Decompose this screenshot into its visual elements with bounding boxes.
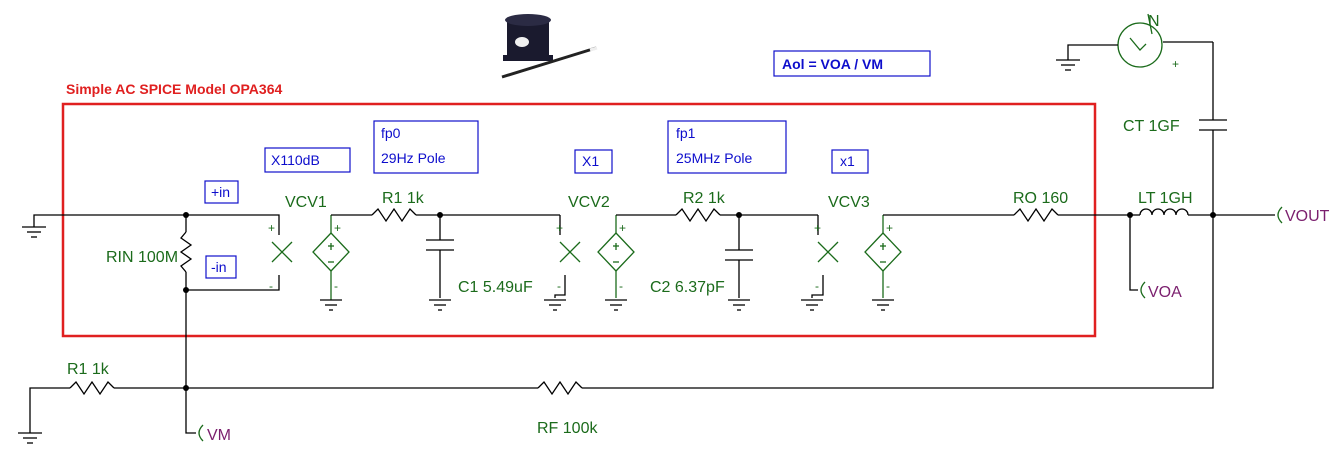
svg-text:+: + xyxy=(334,221,341,235)
capacitor-c2-icon xyxy=(725,215,753,298)
vcv3-source-icon: + - xyxy=(864,215,902,298)
svg-text:29Hz Pole: 29Hz Pole xyxy=(381,150,446,166)
svg-text:X110dB: X110dB xyxy=(271,152,320,168)
resistor-r1-top-icon xyxy=(371,207,417,223)
gain3-box: x1 xyxy=(831,149,869,174)
source-n-label: N xyxy=(1148,13,1160,30)
vm-probe: VM xyxy=(207,427,231,444)
ground-icon xyxy=(320,298,342,311)
svg-text:-: - xyxy=(886,279,890,293)
svg-text:X1: X1 xyxy=(582,153,599,169)
svg-text:+: + xyxy=(814,221,821,235)
vcv1-sense-icon: + - xyxy=(268,221,293,293)
svg-text:x1: x1 xyxy=(840,153,855,169)
svg-text:+: + xyxy=(619,221,626,235)
model-border xyxy=(61,102,1097,338)
svg-text:-: - xyxy=(619,279,623,293)
model-title: Simple AC SPICE Model OPA364 xyxy=(66,81,282,97)
tophat-logo-icon xyxy=(501,14,598,79)
vcv1-source-icon: + - xyxy=(312,215,350,298)
inductor-lt-icon xyxy=(1139,208,1189,216)
ro-label: RO 160 xyxy=(1013,190,1068,207)
svg-text:+: + xyxy=(1172,57,1179,71)
ground-icon xyxy=(544,299,566,311)
gain2-box: X1 xyxy=(574,149,613,174)
svg-text:+in: +in xyxy=(211,184,230,200)
ground-icon xyxy=(728,299,750,311)
svg-text:-: - xyxy=(334,279,338,293)
rf-label: RF 100k xyxy=(537,420,598,437)
svg-text:-: - xyxy=(557,279,561,293)
vcv2-source-icon: + - xyxy=(597,215,635,298)
svg-text:25MHz Pole: 25MHz Pole xyxy=(676,150,752,166)
resistor-r1-bottom-icon xyxy=(69,380,115,396)
vcv2-label: VCV2 xyxy=(568,194,610,211)
ground-icon xyxy=(1056,59,1080,71)
svg-text:+: + xyxy=(886,221,893,235)
svg-text:+: + xyxy=(556,221,563,235)
svg-text:-in: -in xyxy=(211,259,227,275)
svg-text:-: - xyxy=(269,279,273,293)
vcv2-sense-icon: + - xyxy=(556,221,581,293)
voa-probe: VOA xyxy=(1148,284,1182,301)
aol-formula: Aol = VOA / VM xyxy=(782,56,883,72)
capacitor-ct-icon xyxy=(1199,119,1227,131)
ground-icon xyxy=(605,299,627,311)
plus-in-box: +in xyxy=(204,180,239,204)
vcv3-label: VCV3 xyxy=(828,194,870,211)
ct-label: CT 1GF xyxy=(1123,118,1180,135)
c2-label: C2 6.37pF xyxy=(650,279,725,296)
fp1-box: fp1 25MHz Pole xyxy=(667,120,787,174)
r1-top-label: R1 1k xyxy=(382,190,425,207)
r1-bottom-label: R1 1k xyxy=(67,361,110,378)
svg-text:fp1: fp1 xyxy=(676,125,696,141)
gain1-box: X110dB xyxy=(264,147,351,173)
ground-icon xyxy=(429,299,451,311)
ground-icon xyxy=(872,299,894,311)
r2-label: R2 1k xyxy=(683,190,726,207)
vcv3-sense-icon: + - xyxy=(814,221,839,293)
resistor-rf-icon xyxy=(537,380,583,396)
ground-icon xyxy=(18,420,42,444)
vcv1-label: VCV1 xyxy=(285,194,327,211)
resistor-ro-icon xyxy=(1013,207,1059,223)
ground-icon xyxy=(22,226,46,238)
minus-in-box: -in xyxy=(205,255,237,279)
aol-formula-box: Aol = VOA / VM xyxy=(773,50,931,77)
vout-probe: VOUT xyxy=(1285,208,1330,225)
capacitor-c1-icon xyxy=(426,215,454,298)
svg-text:+: + xyxy=(268,221,275,235)
resistor-rin-icon xyxy=(179,215,193,290)
lt-label: LT 1GH xyxy=(1138,190,1193,207)
c1-label: C1 5.49uF xyxy=(458,279,533,296)
ground-icon xyxy=(801,299,823,311)
rin-label: RIN 100M xyxy=(106,249,178,266)
resistor-r2-icon xyxy=(675,207,721,223)
fp0-box: fp0 29Hz Pole xyxy=(373,120,479,174)
svg-text:-: - xyxy=(815,279,819,293)
svg-text:fp0: fp0 xyxy=(381,125,401,141)
